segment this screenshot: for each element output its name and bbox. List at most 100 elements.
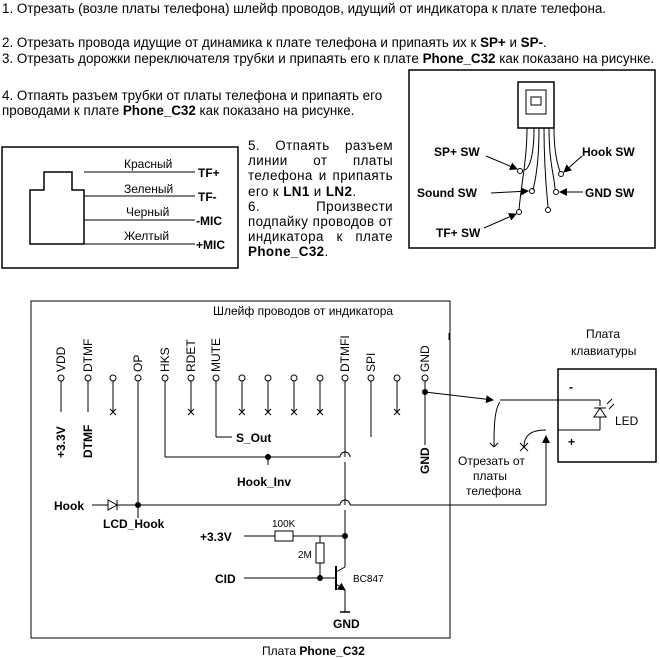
- net-label-gnd: GND: [418, 447, 432, 474]
- arrow-sound: [490, 187, 529, 196]
- rj-socket-icon: [29, 171, 85, 245]
- cut-wire-right: [523, 429, 547, 448]
- step2-sp-minus: SP-: [520, 35, 543, 50]
- hook-switch: [408, 69, 656, 249]
- step6-board: Phone_C32: [248, 244, 325, 260]
- pad-tf-plus: [516, 209, 522, 215]
- step4-text: 4. Отпаять разъем трубки от платы телефо…: [2, 88, 383, 118]
- pin-label-rdet: RDET: [184, 339, 198, 372]
- wire-label-green: Зеленый: [124, 182, 173, 196]
- step6-text: 6. Произвести подпайку проводов от индик…: [248, 198, 393, 245]
- pad-hook: [558, 171, 564, 177]
- label-sound-sw: Sound SW: [417, 186, 478, 200]
- board-frame: [30, 300, 451, 639]
- cut-wire-left: [493, 401, 501, 448]
- instruction-step-3: 3. Отрезать дорожки переключателя трубки…: [2, 51, 658, 66]
- kb-title-2: клавиатуры: [571, 344, 636, 358]
- step4-end: как показано на рисунке.: [195, 103, 355, 118]
- resistor-100k: [274, 530, 294, 542]
- instruction-step-4: 4. Отпаять разъем трубки от платы телефо…: [2, 88, 394, 118]
- step5-end: .: [352, 183, 357, 199]
- net-label-supply: +3.3V: [200, 530, 232, 544]
- step2-and: и: [505, 35, 521, 50]
- led-symbol: [593, 407, 607, 418]
- caption-board: Phone_C32: [299, 644, 365, 658]
- wire-label-yellow: Желтый: [124, 229, 169, 243]
- cut-note-1: Отрезать от: [458, 454, 525, 468]
- pin-label-spi: SPI: [364, 353, 378, 372]
- pin-label-op: OP: [131, 355, 145, 372]
- keyboard-labels: Плата клавиатуры - + LED: [568, 327, 639, 449]
- step5-ln2: LN2: [325, 183, 353, 199]
- pin-label-dtmfi: DTMFI: [338, 335, 352, 372]
- pin-circles: [57, 374, 429, 382]
- step3-text: 3. Отрезать дорожки переключателя трубки…: [2, 51, 423, 66]
- connector-labels: Красный Зеленый Черный Желтый TF+ TF- -M…: [124, 157, 225, 252]
- ribbon-title: Шлейф проводов от индикатора: [213, 304, 393, 318]
- pin-gnd-a: [543, 127, 549, 208]
- switch-inner: [525, 89, 547, 115]
- keyboard-frame: [557, 368, 657, 463]
- label-bc847: BC847: [353, 574, 384, 585]
- switch-button: [530, 96, 542, 106]
- pin-label-vdd: VDD: [54, 346, 68, 372]
- cut-note-2: платы: [473, 469, 507, 483]
- cut-note-3: телефона: [466, 484, 521, 498]
- kb-title-1: Плата: [586, 327, 620, 341]
- signal-tf-plus: TF+: [198, 166, 220, 180]
- pin-label-gnd: GND: [418, 345, 432, 372]
- keyboard-board: [557, 368, 657, 463]
- signal-mic-plus: +MIC: [196, 238, 225, 252]
- transistor-emitter: [335, 582, 346, 591]
- pad-gnd-b: [545, 207, 551, 213]
- instruction-step-6: 6. Произвести подпайку проводов от индик…: [248, 199, 393, 260]
- wire-label-black: Черный: [126, 205, 169, 219]
- net-label-lcd-hook: LCD_Hook: [103, 517, 165, 531]
- instruction-step-1: 1. Отрезать (возле платы телефона) шлейф…: [2, 1, 607, 16]
- instruction-step-5: 5. Отпаять разъем линии от платы телефон…: [248, 138, 393, 199]
- pin-hook: [553, 127, 561, 173]
- net-label-dtmf: DTMF: [81, 425, 95, 458]
- nc-pins: [109, 381, 401, 416]
- step4-board: Phone_C32: [122, 103, 196, 118]
- label-2m: 2M: [298, 550, 312, 561]
- step5-ln1: LN1: [283, 183, 310, 199]
- pin-gnd-b: [548, 127, 556, 191]
- kb-plus: +: [568, 435, 575, 449]
- resistor-2m: [315, 542, 325, 564]
- side-instructions: 5. Отпаять разъем линии от платы телефон…: [248, 138, 393, 260]
- net-label-hook-inv: Hook_Inv: [237, 475, 291, 489]
- wire-label-red: Красный: [124, 157, 172, 171]
- schematic: [30, 300, 558, 639]
- pad-gnd: [553, 189, 559, 195]
- board-caption: Плата Phone_C32: [262, 644, 365, 658]
- diode-symbol: [107, 499, 119, 511]
- pin-sp-plus: [523, 127, 535, 171]
- schematic-labels: Шлейф проводов от индикатора VDD DTMF OP…: [54, 304, 525, 658]
- transistor-collector: [335, 566, 346, 573]
- hook-inv-junction: [265, 454, 271, 460]
- signal-mic-minus: -MIC: [196, 214, 222, 228]
- pin-label-mute: MUTE: [209, 338, 223, 372]
- gnd-arrow: [424, 391, 494, 404]
- step2-end: .: [543, 35, 547, 50]
- led-ray-1: [606, 398, 613, 405]
- label-hook-sw: Hook SW: [582, 145, 635, 159]
- caption-prefix: Плата: [262, 644, 299, 658]
- pin-label-hks: HKS: [158, 347, 172, 372]
- led-ray-2: [608, 403, 615, 410]
- net-label-vdd: +3.3V: [54, 426, 68, 458]
- net-label-cid: CID: [215, 572, 236, 586]
- switch-labels: SP+ SW Sound SW TF+ SW Hook SW GND SW: [417, 145, 635, 240]
- step5-text: 5. Отпаять разъем линии от платы телефон…: [248, 138, 393, 199]
- pin-tf-plus: [518, 127, 528, 211]
- switch-body: [517, 81, 555, 129]
- step6-end: .: [324, 244, 329, 260]
- label-gnd-sw: GND SW: [585, 186, 635, 200]
- pad-sp-plus: [517, 168, 523, 174]
- net-label-gnd-bottom: GND: [333, 617, 360, 631]
- signal-tf-minus: TF-: [198, 190, 217, 204]
- label-sp-plus-sw: SP+ SW: [434, 145, 480, 159]
- cut-mark-left: [489, 442, 499, 448]
